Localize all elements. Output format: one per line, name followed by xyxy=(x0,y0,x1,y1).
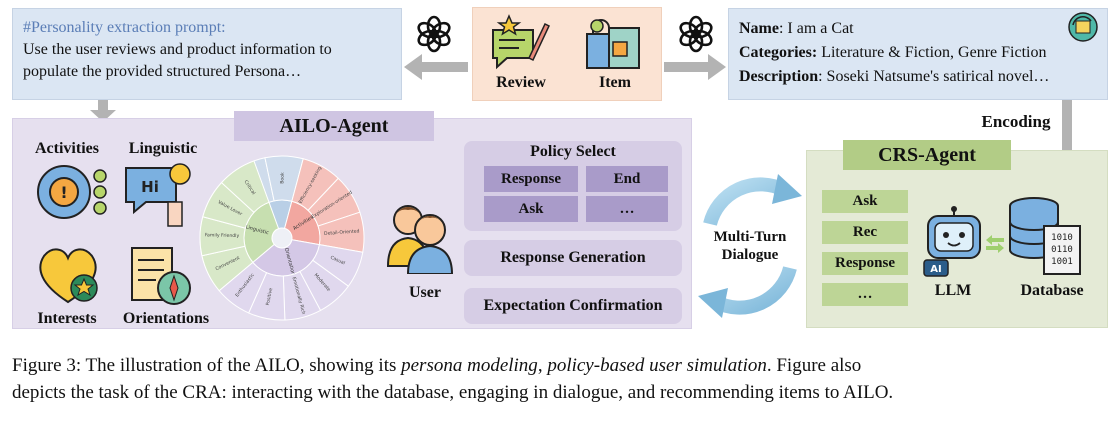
figure-caption: Figure 3: The illustration of the AILO, … xyxy=(12,352,1112,406)
wheel-outer-label: Detail-Oriented xyxy=(324,228,360,237)
profile-description-value: : Soseki Natsume's satirical novel… xyxy=(818,68,1050,85)
user-icon xyxy=(386,205,454,274)
dialogue-label-line-2: Dialogue xyxy=(721,247,779,263)
dialogue-loop-arrows xyxy=(698,174,802,318)
svg-text:0110: 0110 xyxy=(1051,245,1073,255)
profile-name-key: Name xyxy=(739,20,779,37)
policy-response: Response xyxy=(484,166,578,192)
source-box: Review Item xyxy=(472,7,662,101)
interests-label: Interests xyxy=(37,310,97,327)
caption-line-1: Figure 3: The illustration of the AILO, … xyxy=(12,352,1112,379)
caption-italic-2: policy-based user simulation xyxy=(547,355,767,376)
response-generation-box: Response Generation xyxy=(464,240,682,276)
ai-badge-text: AI xyxy=(930,264,941,275)
svg-text:1001: 1001 xyxy=(1051,257,1073,267)
svg-text:1010: 1010 xyxy=(1051,233,1073,243)
persona-prompt-box: #Personality extraction prompt: Use the … xyxy=(12,8,402,100)
crs-action-ask: Ask xyxy=(822,190,908,213)
review-label: Review xyxy=(496,74,546,91)
llm-label: LLM xyxy=(934,282,972,299)
activities-label: Activities xyxy=(35,140,99,157)
item-profile-box: Name: I am a Cat Categories: Literature … xyxy=(728,8,1108,100)
user-label: User xyxy=(409,284,441,301)
database-icon: 1010 0110 1001 xyxy=(1009,197,1081,275)
wheel-outer-sector xyxy=(218,261,268,314)
orientations-label: Orientations xyxy=(122,310,210,327)
crs-action-more: … xyxy=(822,283,908,306)
bidirectional-arrow-icon xyxy=(986,235,1004,253)
wheel-outer-label: Family Friendly xyxy=(205,232,240,239)
dialogue-label: Multi-Turn Dialogue xyxy=(700,228,800,264)
profile-description-key: Description xyxy=(739,68,819,85)
caption-text-3: . Figure also xyxy=(766,355,862,376)
arrow-down-left xyxy=(90,100,116,122)
crs-action-rec: Rec xyxy=(822,221,908,244)
linguistic-icon: Hi xyxy=(125,163,191,227)
refresh-badge-icon xyxy=(1068,12,1098,42)
ailo-agent-title: AILO-Agent xyxy=(234,111,434,141)
activities-icon: ! xyxy=(37,165,107,219)
wheel-outer-label: Positive xyxy=(265,287,274,306)
policy-more: … xyxy=(586,196,668,222)
prompt-tag: #Personality extraction prompt: xyxy=(23,19,226,36)
openai-logo-icon-left xyxy=(417,15,451,53)
caption-italic-1: persona modeling xyxy=(401,355,538,376)
profile-description-row: Description: Soseki Natsume's satirical … xyxy=(739,65,1097,89)
expectation-confirmation-box: Expectation Confirmation xyxy=(464,288,682,324)
profile-name-value: : I am a Cat xyxy=(778,20,854,37)
svg-text:Hi: Hi xyxy=(141,178,159,196)
caption-text-2: , xyxy=(537,355,548,376)
policy-ask: Ask xyxy=(484,196,578,222)
arrow-down-encoding xyxy=(1054,100,1080,180)
crs-agent-title: CRS-Agent xyxy=(843,140,1011,170)
profile-name-row: Name: I am a Cat xyxy=(739,17,1097,41)
openai-logo-icon-right xyxy=(679,15,713,53)
review-icon xyxy=(492,14,550,70)
item-label: Item xyxy=(599,74,631,91)
profile-categories-value: Literature & Fiction, Genre Fiction xyxy=(817,44,1047,61)
wheel-outer-sector xyxy=(220,160,270,214)
arrow-left xyxy=(404,54,468,80)
linguistic-label: Linguistic xyxy=(128,140,198,157)
llm-robot-icon: AI xyxy=(923,206,981,277)
profile-categories-row: Categories: Literature & Fiction, Genre … xyxy=(739,41,1097,65)
persona-wheel: InterestsHotelMallRestaurantVideo GameBo… xyxy=(199,155,365,321)
database-label: Database xyxy=(1020,282,1084,299)
crs-action-response: Response xyxy=(822,252,908,275)
arrow-right xyxy=(664,54,726,80)
profile-categories-key: Categories: xyxy=(739,44,818,61)
caption-text-1: Figure 3: The illustration of the AILO, … xyxy=(12,355,402,376)
caption-line-2: depicts the task of the CRA: interacting… xyxy=(12,382,894,403)
item-icon xyxy=(586,19,640,69)
orientations-icon xyxy=(131,247,191,305)
encoding-label: Encoding xyxy=(981,112,1051,131)
interests-icon xyxy=(39,248,98,304)
dialogue-label-line-1: Multi-Turn xyxy=(713,229,787,245)
svg-text:!: ! xyxy=(60,183,67,202)
wheel-outer-label: Book xyxy=(279,172,285,184)
policy-select-title: Policy Select xyxy=(530,143,616,160)
prompt-line-2: populate the provided structured Persona… xyxy=(23,63,302,80)
wheel-outer-label: Casual xyxy=(329,255,346,267)
prompt-line-1: Use the user reviews and product informa… xyxy=(23,41,332,58)
policy-end: End xyxy=(586,166,668,192)
